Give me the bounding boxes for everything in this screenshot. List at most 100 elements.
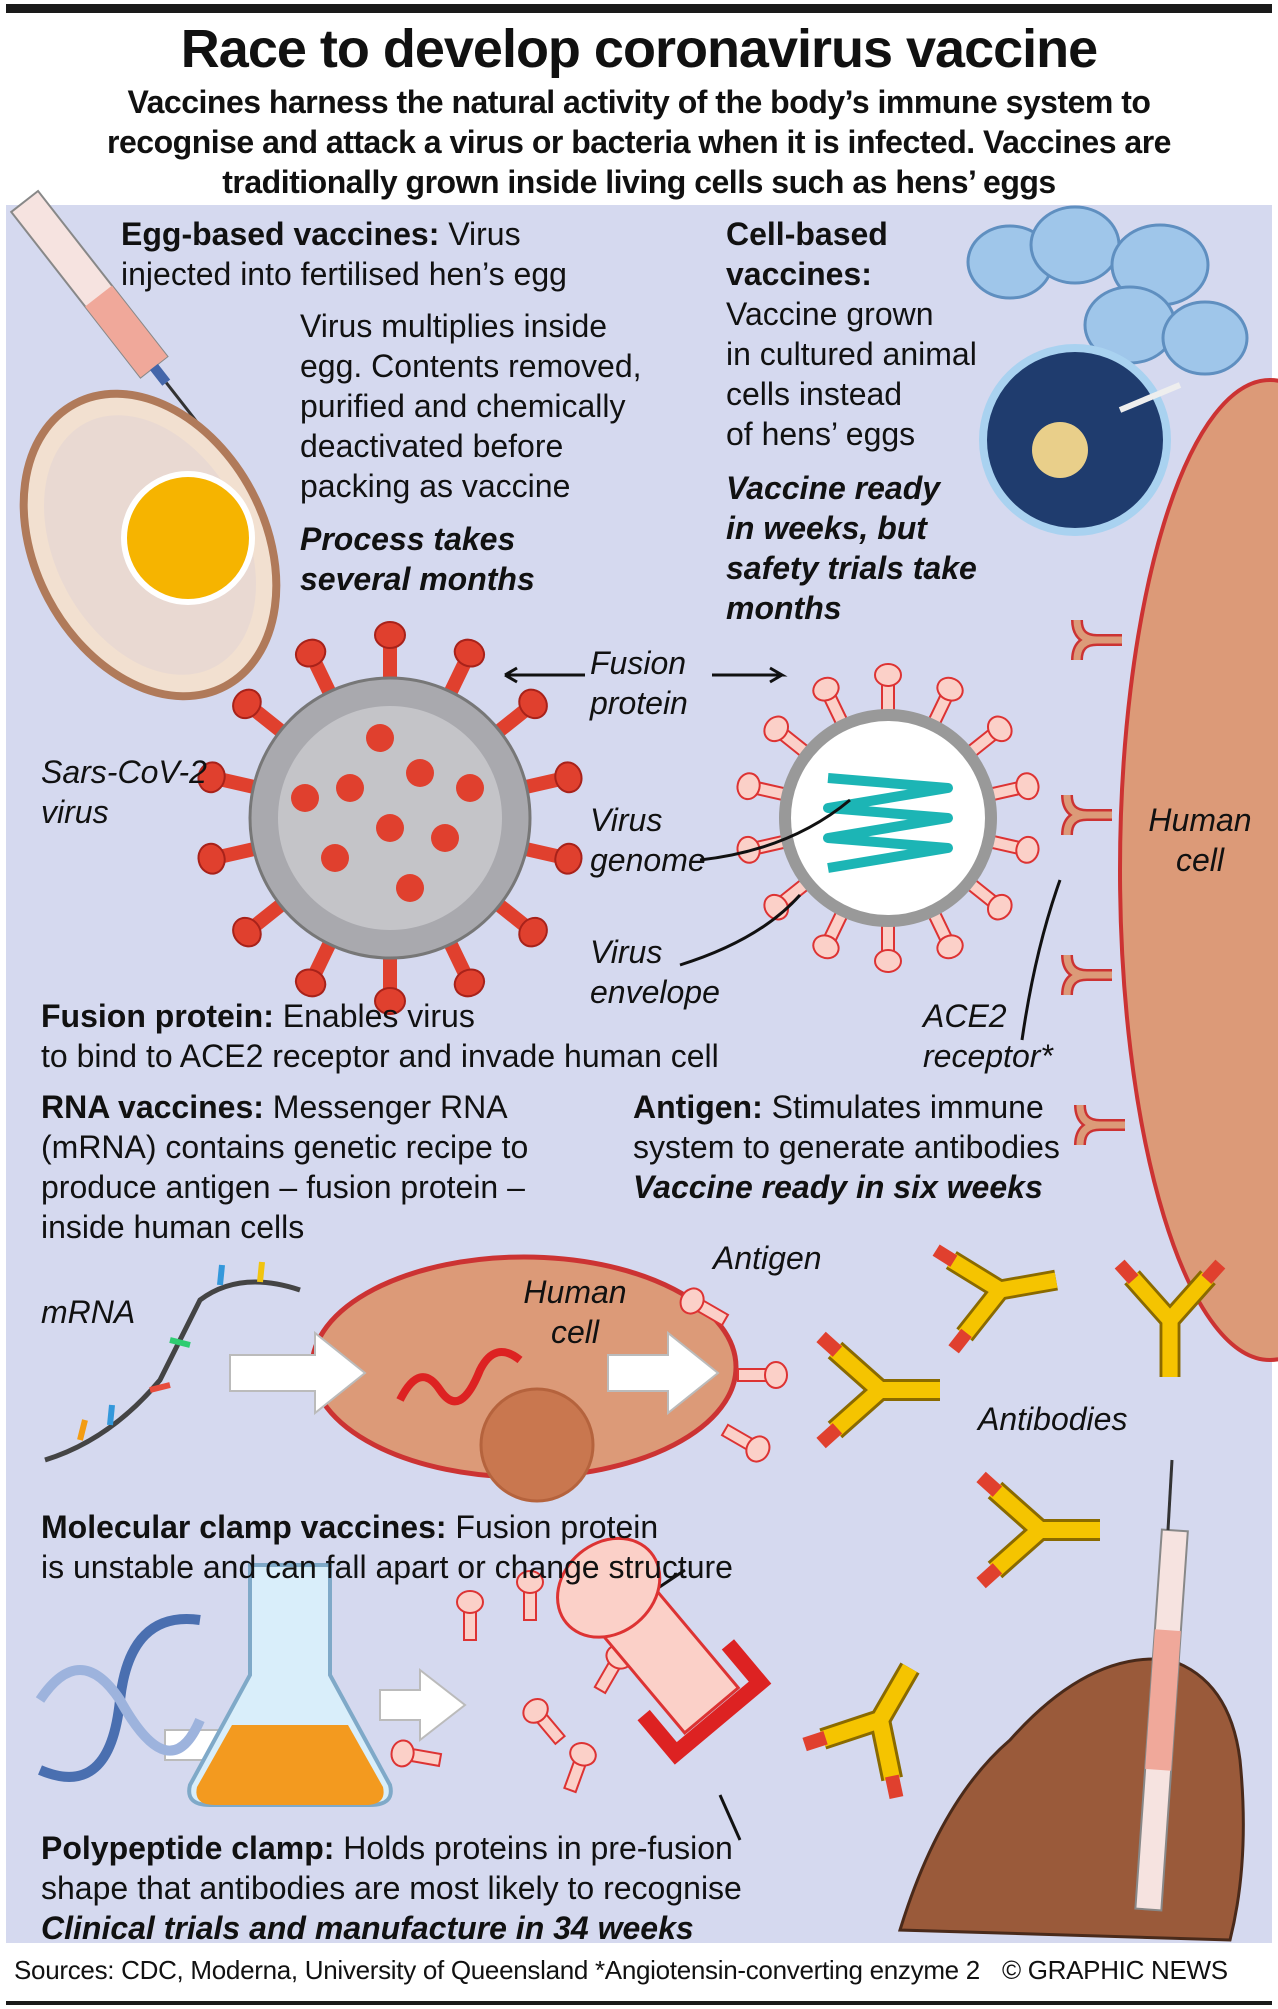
laboratory-flask — [187, 1563, 393, 1807]
subtitle-line: Vaccines harness the natural activity of… — [127, 84, 1151, 120]
text-line: packing as vaccine — [300, 468, 571, 504]
dna-helix — [35, 1614, 205, 1782]
text-line: purified and chemically — [300, 388, 626, 424]
cell-section-text: Cell-based vaccines: Vaccine grown in cult… — [726, 214, 977, 628]
mrna-inside-cell — [396, 1348, 523, 1406]
egg-text: Virus — [439, 216, 521, 252]
text-line: system to generate antibodies — [633, 1129, 1060, 1165]
text-line: Stimulates immune — [762, 1089, 1044, 1125]
text-line: of hens’ eggs — [726, 416, 916, 452]
text-line: Vaccine grown — [726, 296, 934, 332]
virus-genome-rna — [823, 773, 953, 873]
cell-nucleus-top — [1032, 422, 1088, 478]
cell-timeframe: in weeks, but — [726, 510, 927, 546]
egg-yolk — [121, 471, 255, 605]
spike-protein — [374, 621, 406, 684]
text-line: (mRNA) contains genetic recipe to — [41, 1129, 529, 1165]
subtitle-line: recognise and attack a virus or bacteria… — [107, 124, 1171, 160]
top-rule — [6, 4, 1272, 13]
mrna-strand — [44, 1279, 301, 1463]
label-antigen: Antigen — [713, 1240, 822, 1276]
label-mrna: mRNA — [41, 1294, 136, 1330]
label-line: cell — [550, 1314, 599, 1350]
text-line: deactivated before — [300, 428, 564, 464]
egg-text: injected into fertilised hen’s egg — [121, 256, 567, 292]
subtitle: Vaccines harness the natural activity of… — [0, 82, 1278, 202]
label-line: receptor* — [923, 1038, 1053, 1074]
text-line: Enables virus — [273, 998, 475, 1034]
cell-timeframe: months — [726, 590, 842, 626]
text-line: Messenger RNA — [263, 1089, 508, 1125]
text-line: inside human cells — [41, 1209, 305, 1245]
poly-heading: Polypeptide clamp: — [41, 1830, 335, 1866]
cell-nucleus — [479, 1387, 595, 1503]
rna-heading: RNA vaccines: — [41, 1089, 264, 1125]
clamp-heading: Molecular clamp vaccines: — [41, 1509, 447, 1545]
fusion-protein-text: Fusion protein: Enables virus to bind to … — [41, 996, 719, 1076]
polypeptide-clamp-text: Polypeptide clamp: Holds proteins in pre… — [41, 1828, 742, 1948]
egg-heading: Egg-based vaccines: — [121, 216, 440, 252]
page-title: Race to develop coronavirus vaccine — [180, 19, 1098, 79]
label-line: envelope — [590, 974, 720, 1010]
label-ace2-receptor: ACE2 receptor* — [923, 996, 1053, 1076]
mrna-bases — [77, 1261, 265, 1441]
antigen-timeframe: Vaccine ready in six weeks — [633, 1169, 1043, 1205]
text-line: cells instead — [726, 376, 903, 412]
label-line: virus — [41, 794, 109, 830]
footer: Sources: CDC, Moderna, University of Que… — [14, 1955, 1228, 1986]
cell-timeframe: safety trials take — [726, 550, 977, 586]
subtitle-line: traditionally grown inside living cells … — [222, 164, 1056, 200]
label-line: protein — [590, 685, 688, 721]
egg-process-text: Virus multiplies inside egg. Contents rem… — [300, 306, 642, 599]
label-line: Fusion — [590, 645, 687, 681]
label-line: genome — [590, 842, 706, 878]
label-human-cell-2: Human cell — [515, 1272, 635, 1352]
human-cell-large — [1118, 378, 1278, 1362]
micro-needle — [1118, 382, 1182, 413]
label-sars-cov-2: Sars-CoV-2 virus — [41, 752, 207, 832]
text-line: produce antigen – fusion protein – — [41, 1169, 525, 1205]
bottom-rule — [6, 2001, 1272, 2005]
text-line: egg. Contents removed, — [300, 348, 642, 384]
label-line: cell — [1175, 842, 1224, 878]
ace2-receptors — [1067, 620, 1125, 1145]
text-line: shape that antibodies are most likely to… — [41, 1870, 742, 1906]
rna-vaccines-text: RNA vaccines: Messenger RNA (mRNA) contai… — [41, 1087, 528, 1247]
text-line: Virus multiplies inside — [300, 308, 608, 344]
sources: Sources: CDC, Moderna, University of Que… — [14, 1955, 980, 1985]
polypeptide-clamp — [556, 1536, 772, 1765]
antigen-heading: Antigen: — [633, 1089, 763, 1125]
label-fusion-protein: Fusion protein — [590, 643, 688, 723]
credit: © GRAPHIC NEWS — [1001, 1955, 1228, 1985]
cell-heading: Cell-based — [726, 216, 888, 252]
text-line: Holds proteins in pre-fusion — [334, 1830, 733, 1866]
cell-heading: vaccines: — [726, 256, 872, 292]
clamp-timeframe: Clinical trials and manufacture in 34 we… — [41, 1910, 694, 1946]
molecular-clamp-text: Molecular clamp vaccines: Fusion protein… — [41, 1507, 733, 1587]
cultured-cells — [966, 205, 1249, 376]
spike-protein — [874, 663, 902, 714]
text-line: to bind to ACE2 receptor and invade huma… — [41, 1038, 719, 1074]
label-line: ACE2 — [923, 998, 1007, 1034]
label-human-cell: Human cell — [1140, 800, 1260, 880]
text-line: in cultured animal — [726, 336, 977, 372]
text-line: Fusion protein — [446, 1509, 659, 1545]
spike-protein — [874, 922, 902, 973]
antigen-text: Antigen: Stimulates immune system to gene… — [633, 1087, 1060, 1207]
virus-cross-section — [733, 663, 1043, 973]
egg-section-text: Egg-based vaccines: Virus injected into f… — [121, 214, 567, 294]
egg-timeframe: Process takes — [300, 521, 516, 557]
fusion-heading: Fusion protein: — [41, 998, 274, 1034]
label-line: Sars-CoV-2 — [41, 754, 207, 790]
hand-with-syringe — [897, 1459, 1245, 1942]
cell-timeframe: Vaccine ready — [726, 470, 941, 506]
label-line: Human — [523, 1274, 627, 1310]
text-line: is unstable and can fall apart or change… — [41, 1549, 733, 1585]
label-line: Human — [1148, 802, 1252, 838]
label-antibodies: Antibodies — [978, 1401, 1128, 1437]
egg-timeframe: several months — [300, 561, 535, 597]
sars-cov-2-virus — [194, 621, 586, 1015]
